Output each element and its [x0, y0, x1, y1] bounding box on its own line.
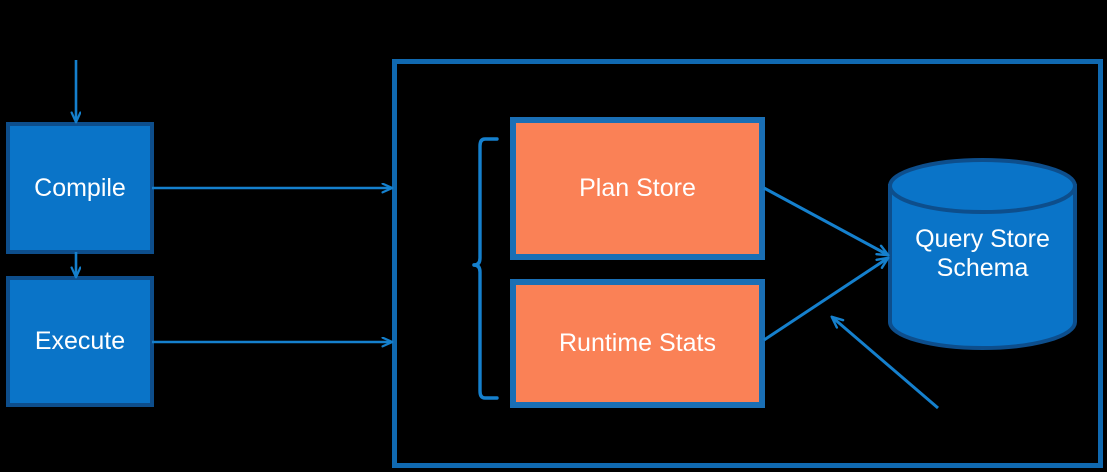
query-store-container	[392, 59, 1103, 468]
runtime-stats-to-schema-arrow	[763, 256, 890, 342]
compile-box[interactable]	[6, 122, 154, 254]
execute-box[interactable]	[6, 276, 154, 407]
runtime-stats-box[interactable]	[510, 279, 765, 408]
query-store-schema-cylinder[interactable]	[888, 158, 1077, 350]
external-to-schema-arrow	[830, 315, 939, 410]
store-group-bracket	[472, 137, 499, 400]
plan-store-to-schema-arrow	[763, 186, 890, 257]
plan-store-box[interactable]	[510, 117, 765, 260]
